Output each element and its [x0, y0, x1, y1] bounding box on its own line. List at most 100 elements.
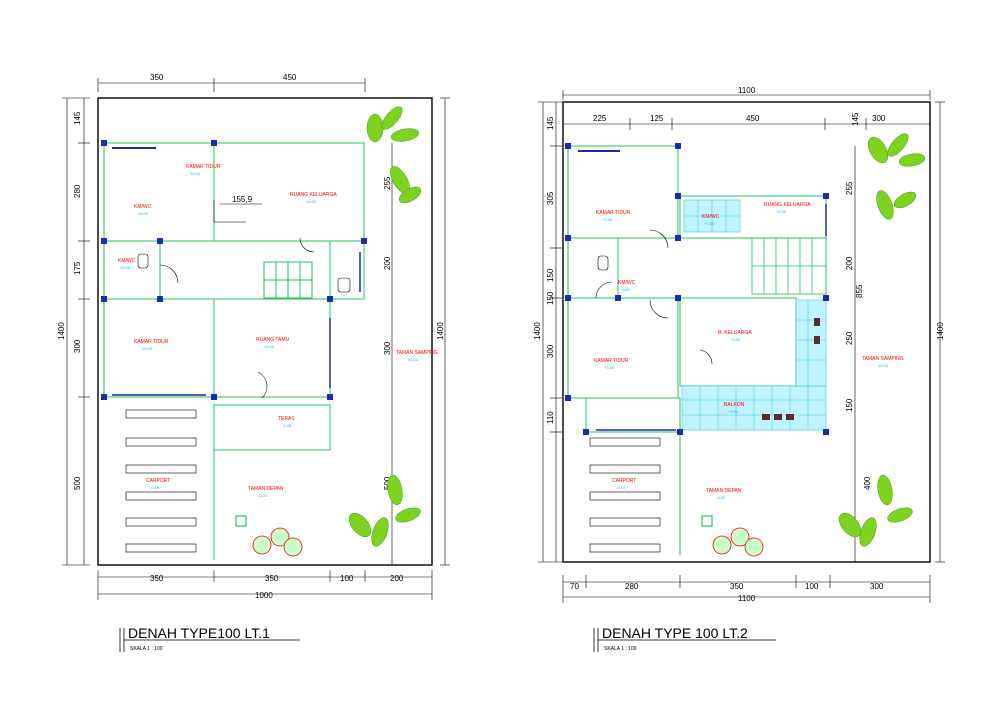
svg-text:-0.05: -0.05	[282, 423, 292, 428]
svg-text:+3.50: +3.50	[704, 221, 715, 226]
svg-text:±0.00: ±0.00	[120, 265, 131, 270]
svg-text:±0.00: ±0.00	[878, 363, 889, 368]
dim-bottom-4: 200	[390, 574, 404, 583]
dim-right-2: 200	[383, 256, 392, 270]
plan-title-lt2: DENAH TYPE 100 LT.2	[602, 625, 748, 641]
room-label: KM/WC	[618, 280, 636, 286]
dim-right-total: 1400	[936, 322, 945, 340]
svg-text:-0.10: -0.10	[616, 485, 626, 490]
shrub-icon	[252, 527, 303, 557]
dim-bottom-1: 350	[150, 574, 164, 583]
dim-bottom-1: 70	[570, 582, 579, 591]
svg-text:+3.50: +3.50	[730, 337, 741, 342]
room-label: KM/WC	[134, 204, 152, 210]
dim-bottom-2: 280	[625, 582, 639, 591]
dim-top-2: 450	[283, 73, 297, 82]
scale-label-lt1: SKALA 1 : 100	[130, 646, 163, 652]
dim-bottom-5: 300	[870, 582, 884, 591]
room-label: KM/WC	[702, 214, 720, 220]
dim-top-1: 225	[593, 114, 607, 123]
svg-text:+3.50: +3.50	[604, 365, 615, 370]
dim-left-total: 1400	[57, 322, 66, 340]
dim-right-2: 200	[845, 256, 854, 270]
dim-right-total: 1400	[436, 322, 445, 340]
plant-icon	[838, 133, 926, 547]
dim-left-5: 500	[73, 476, 82, 490]
svg-text:+3.50: +3.50	[728, 409, 739, 414]
dim-right-1: 255	[845, 181, 854, 195]
svg-text:±0.00: ±0.00	[190, 171, 201, 176]
svg-text:±0.00: ±0.00	[408, 357, 419, 362]
dim-left-3: 150	[546, 268, 555, 282]
plan-title-lt1: DENAH TYPE100 LT.1	[128, 625, 270, 641]
room-label: TAMAN SAMPING	[396, 350, 438, 356]
dim-right-3: 300	[383, 341, 392, 355]
dim-bottom-2: 350	[265, 574, 279, 583]
svg-text:±0.00: ±0.00	[264, 344, 275, 349]
dim-right-6: 400	[863, 476, 872, 490]
dim-top-3: 450	[746, 114, 760, 123]
plan-lt2: 1100 225 125 450 145 300 70 280 350 100 …	[533, 86, 945, 603]
dim-right-3: 855	[855, 284, 864, 298]
dim-bottom-total: 1000	[255, 591, 273, 600]
title-block-lt1: DENAH TYPE100 LT.1 SKALA 1 : 100	[119, 625, 300, 652]
dim-bottom-total: 1100	[738, 594, 756, 603]
room-label: RUANG KELUARGA	[290, 192, 337, 198]
dim-top-5: 300	[872, 114, 886, 123]
room-label: R. KELUARGA	[718, 330, 752, 336]
site-boundary-lt1	[97, 97, 433, 566]
dim-bottom-3: 100	[340, 574, 354, 583]
dim-left-total: 1400	[533, 322, 542, 340]
svg-text:±0.00: ±0.00	[306, 199, 317, 204]
room-label: KAMAR TIDUR	[134, 339, 169, 345]
dim-top-1: 350	[150, 73, 164, 82]
svg-text:+3.50: +3.50	[776, 209, 787, 214]
room-label: KAMAR TIDUR	[594, 358, 629, 364]
room-label: KAMAR TIDUR	[186, 164, 221, 170]
dim-left-4: 300	[73, 339, 82, 353]
svg-text:-0.05: -0.05	[716, 495, 726, 500]
dim-bottom-4: 100	[805, 582, 819, 591]
svg-text:+3.50: +3.50	[602, 217, 613, 222]
shrub-icon	[712, 527, 764, 557]
tiled-floor	[681, 199, 827, 431]
dim-left-1: 145	[546, 116, 555, 130]
svg-text:-0.05: -0.05	[258, 493, 268, 498]
room-label: KM/WC	[118, 258, 136, 264]
dim-inner: 155,9	[232, 195, 253, 204]
dim-left-3: 175	[73, 261, 82, 275]
dim-left-6: 110	[546, 411, 555, 424]
room-label: TAMAN DEPAN	[706, 488, 742, 494]
dim-top-total: 1100	[738, 86, 756, 95]
plant-icon	[348, 106, 422, 547]
room-label: TAMAN SAMPING	[862, 356, 904, 362]
room-label: TERAS	[278, 416, 295, 422]
dim-top-4: 145	[851, 112, 860, 126]
title-block-lt2: DENAH TYPE 100 LT.2 SKALA 1 : 100	[593, 625, 776, 652]
dim-right-5: 150	[845, 398, 854, 412]
room-label: RUANG TAMU	[256, 337, 290, 343]
room-label: RUANG KELUARGA	[764, 202, 811, 208]
svg-text:-0.10: -0.10	[150, 485, 160, 490]
room-label: KAMAR TIDUR	[596, 210, 631, 216]
svg-text:+3.50: +3.50	[620, 287, 631, 292]
dim-left-2: 305	[546, 191, 555, 205]
dim-right-4: 500	[383, 476, 392, 490]
dim-left-1: 145	[73, 111, 82, 125]
site-boundary-lt2	[562, 101, 931, 563]
room-label: CARPORT	[146, 478, 170, 484]
dim-left-2: 280	[73, 184, 82, 198]
dim-left-5: 300	[546, 344, 555, 358]
svg-text:±0.00: ±0.00	[138, 211, 149, 216]
dim-right-1: 255	[383, 176, 392, 190]
room-label: TAMAN DEPAN	[248, 486, 284, 492]
plan-lt1: 350 450 350 350 100 200 1000 145 280 175…	[57, 73, 450, 600]
dim-right-4: 250	[845, 331, 854, 345]
room-label: BALKON	[724, 402, 745, 408]
scale-label-lt2: SKALA 1 : 100	[604, 646, 637, 652]
dim-top-2: 125	[650, 114, 664, 123]
svg-text:±0.00: ±0.00	[142, 346, 153, 351]
dim-left-4: 150	[546, 291, 555, 305]
dim-bottom-3: 350	[730, 582, 744, 591]
